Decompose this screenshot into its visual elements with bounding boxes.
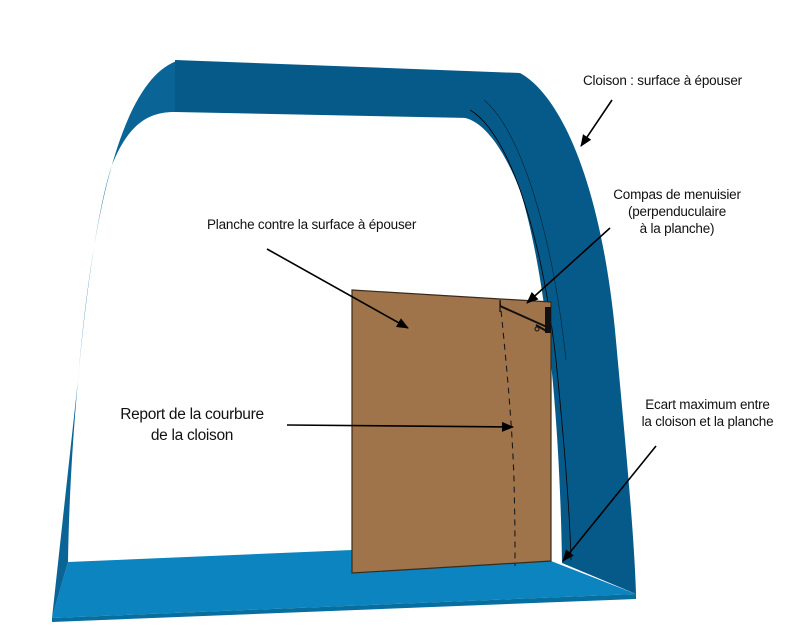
label-report-line-1: Report de la courbure	[120, 406, 264, 423]
label-compas-line-3: à la planche)	[639, 221, 715, 236]
label-compas-line-2: (perpenduculaire	[627, 204, 727, 219]
arch-left-leg	[52, 60, 180, 618]
arch-top-band	[175, 60, 520, 118]
label-report: Report de la courbure de la cloison	[112, 404, 272, 446]
label-report-line-2: de la cloison	[150, 427, 234, 444]
label-compas: Compas de menuisier (perpenduculaire à l…	[602, 186, 752, 237]
partition-inner-line-2	[483, 99, 567, 361]
arrow-planche	[266, 248, 409, 329]
partition-inner-line-1	[469, 109, 572, 561]
label-cloison: Cloison : surface à épouser	[583, 73, 742, 88]
arrow-compas	[526, 227, 611, 304]
label-ecart: Ecart maximum entre la cloison et la pla…	[625, 396, 790, 430]
arch-right-face	[455, 73, 636, 594]
board-planche	[351, 289, 552, 574]
arrow-cloison	[580, 99, 613, 147]
floor-surface	[52, 550, 636, 618]
label-ecart-line-1: Ecart maximum entre	[645, 397, 770, 412]
arrow-ecart	[562, 445, 657, 562]
label-compas-line-1: Compas de menuisier	[613, 187, 741, 202]
arrow-report	[286, 421, 514, 432]
floor-side-edge	[52, 594, 636, 622]
reported-curve-dashed-line	[499, 299, 516, 567]
carpenter-compass-icon	[499, 300, 551, 333]
label-ecart-line-2: la cloison et la planche	[641, 414, 774, 429]
label-planche: Planche contre la surface à épouser	[207, 217, 417, 232]
